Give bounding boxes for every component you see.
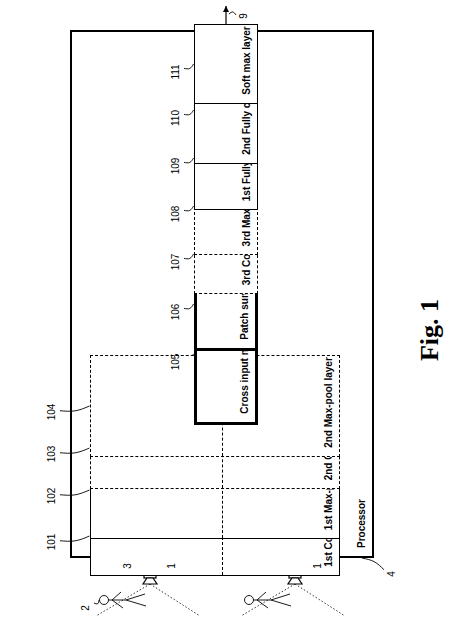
processor-label: Soft max layer: [241, 26, 253, 94]
output-arrow: [225, 6, 226, 24]
figure-label: Fig. 1: [417, 299, 443, 361]
callout-number: 103: [47, 446, 57, 463]
view-cone: [241, 584, 345, 616]
callout-number: 9: [239, 13, 249, 19]
person-figure: [245, 592, 292, 608]
callout-number: 4: [387, 571, 397, 577]
leader-line: [184, 206, 194, 211]
leader-line: [184, 254, 194, 259]
leader-line: [60, 406, 90, 411]
leader-line: [184, 64, 194, 69]
callout-number: 105: [171, 354, 181, 371]
callout-number: 109: [171, 158, 181, 175]
processor-label: 2nd Max-pool layer: [323, 357, 335, 448]
callout-number: 1: [313, 563, 323, 569]
leader-line: [94, 600, 99, 604]
layer-box: Soft max layer: [194, 24, 258, 103]
callout-number: 101: [47, 534, 57, 551]
processor-label: Processor: [356, 499, 368, 548]
camera-lens: [143, 578, 157, 584]
callout-number: 1: [167, 563, 177, 569]
leader-line: [229, 12, 236, 15]
person-figure: [100, 592, 147, 608]
leader-line: [362, 558, 384, 570]
callout-number: 102: [47, 488, 57, 505]
leader-line: [184, 304, 194, 309]
callout-number: 3: [123, 563, 133, 569]
callout-number: 110: [171, 110, 181, 126]
callout-number: 107: [171, 254, 181, 271]
callout-number: 106: [171, 304, 181, 321]
callout-number: 108: [171, 206, 181, 223]
leader-line: [184, 110, 194, 115]
leader-line: [60, 490, 90, 495]
leader-line: [60, 448, 90, 453]
callout-number: 2: [81, 605, 91, 611]
camera-lens: [288, 578, 302, 584]
leader-line: [184, 158, 194, 163]
view-cone: [96, 584, 200, 616]
callout-number: 104: [47, 404, 57, 421]
leader-line: [60, 536, 90, 541]
processor-frame: Processor1st Conv layer1st Max-pool laye…: [70, 30, 374, 558]
callout-number: 111: [171, 64, 181, 79]
